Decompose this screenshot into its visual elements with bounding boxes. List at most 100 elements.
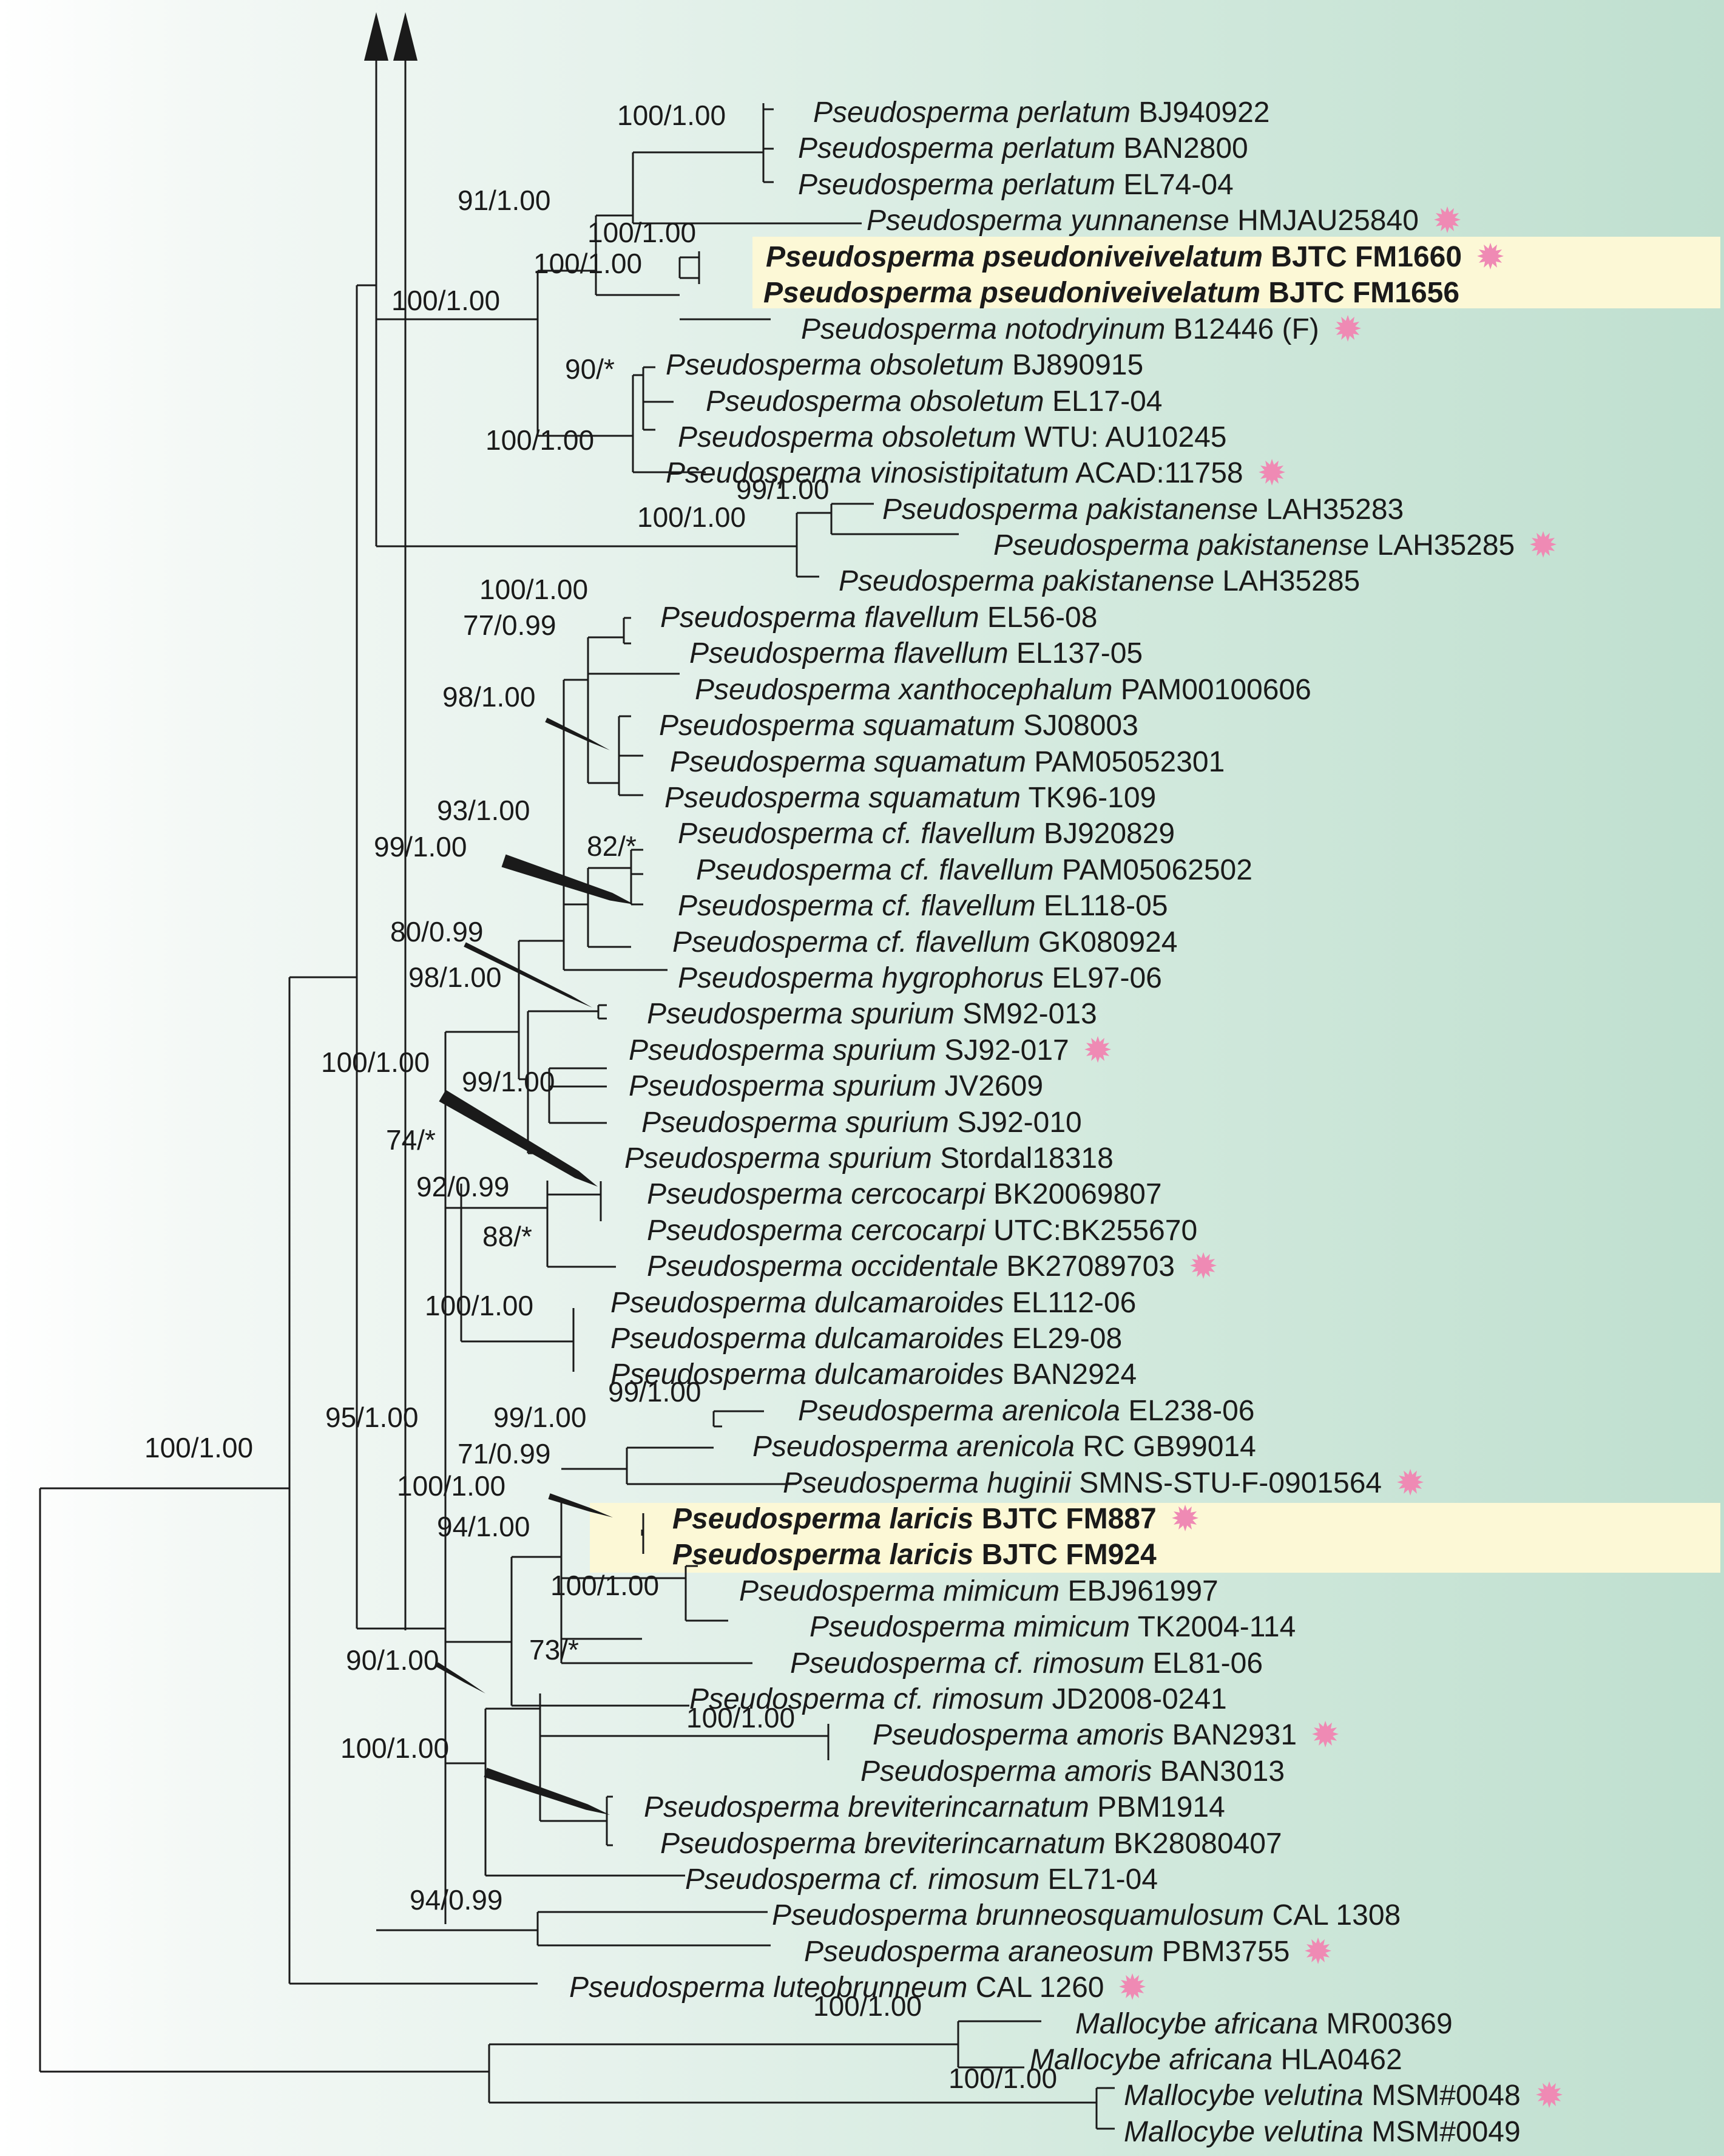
tip-label: Pseudosperma obsoletum WTU: AU10245 [678,422,1226,453]
tip-label: Pseudosperma occidentale BK27089703 [647,1251,1175,1283]
highlight-band-laricis [590,1503,1720,1573]
annotation-arrow [548,1493,613,1517]
species-name: Mallocybe africana [1030,2044,1273,2076]
species-name: Pseudosperma pseudoniveivelatum [763,277,1260,309]
species-name: Pseudosperma amoris [860,1755,1152,1788]
type-specimen-star-icon: ✹ [1534,2076,1564,2115]
tip-label: Pseudosperma flavellum EL56-08 [660,602,1097,634]
voucher-id: SM92-013 [954,998,1097,1030]
voucher-id: LAH35285 [1369,529,1515,561]
tip-label: Pseudosperma perlatum BAN2800 [798,133,1248,164]
tip-label: Pseudosperma cf. flavellum EL118-05 [678,890,1168,922]
species-name: Pseudosperma cf. flavellum [678,890,1036,922]
species-name: Pseudosperma mimicum [810,1611,1131,1643]
tip-label: Pseudosperma cf. rimosum EL71-04 [685,1864,1158,1896]
voucher-id: BK28080407 [1105,1828,1282,1860]
support-value: 91/1.00 [458,185,551,216]
voucher-id: EL29-08 [1004,1323,1123,1355]
voucher-id: JD2008-0241 [1044,1683,1227,1715]
support-value: 100/1.00 [587,217,697,248]
species-name: Pseudosperma spurium [629,1034,936,1066]
tip-label: Pseudosperma cf. rimosum JD2008-0241 [689,1684,1227,1715]
support-value: 100/1.00 [550,1570,660,1601]
tip-label: Pseudosperma huginii SMNS-STU-F-0901564 [783,1468,1382,1499]
tip-label: Pseudosperma laricis BJTC FM887 [672,1503,1157,1535]
voucher-id: EL118-05 [1035,890,1168,922]
voucher-id: EL238-06 [1120,1395,1255,1427]
support-value: 98/1.00 [442,681,536,713]
tip-label: Pseudosperma spurium JV2609 [629,1071,1043,1102]
annotation-arrow [439,1090,598,1187]
species-name: Pseudosperma araneosum [804,1936,1154,1968]
species-name: Pseudosperma pakistanense [839,565,1215,597]
species-name: Pseudosperma breviterincarnatum [660,1828,1106,1860]
voucher-id: ACAD:11758 [1069,457,1243,489]
support-value: 100/1.00 [637,501,746,533]
tip-label: Pseudosperma pakistanense LAH35283 [882,494,1404,526]
species-name: Pseudosperma pakistanense [993,529,1370,561]
support-value: 99/1.00 [736,473,830,505]
support-value: 73/* [529,1634,579,1666]
type-specimen-star-icon: ✹ [1333,310,1363,349]
species-name: Pseudosperma laricis [672,1503,974,1535]
type-specimen-star-icon: ✹ [1432,201,1462,240]
species-name: Pseudosperma squamatum [670,746,1026,778]
voucher-id: BJTC FM887 [973,1503,1157,1535]
voucher-id: BK27089703 [998,1250,1175,1283]
voucher-id: BJ920829 [1035,818,1175,850]
species-name: Pseudosperma perlatum [813,97,1131,129]
voucher-id: PBM3755 [1154,1936,1290,1968]
species-name: Mallocybe africana [1075,2008,1319,2040]
species-name: Pseudosperma hygrophorus [678,962,1044,994]
tip-label: Pseudosperma vinosistipitatum ACAD:11758 [666,458,1243,489]
tip-label: Pseudosperma cf. flavellum GK080924 [672,927,1177,958]
support-value: 100/1.00 [533,248,643,279]
tip-label: Pseudosperma pseudoniveivelatum BJTC FM1… [763,277,1459,309]
voucher-id: EL137-05 [1008,637,1143,670]
type-specimen-star-icon: ✹ [1528,526,1558,565]
tip-label: Pseudosperma mimicum TK2004-114 [810,1612,1296,1643]
species-name: Pseudosperma amoris [873,1719,1165,1751]
voucher-id: RC GB99014 [1074,1431,1256,1463]
species-name: Pseudosperma pseudoniveivelatum [766,241,1263,273]
voucher-id: PAM00100606 [1112,674,1311,706]
tip-label: Pseudosperma squamatum SJ08003 [659,710,1138,742]
species-name: Pseudosperma flavellum [689,637,1009,670]
species-name: Pseudosperma cf. rimosum [685,1863,1040,1896]
support-value: 99/1.00 [462,1066,555,1097]
tip-label: Pseudosperma obsoletum BJ890915 [666,350,1143,381]
species-name: Pseudosperma breviterincarnatum [644,1791,1089,1823]
tip-label: Pseudosperma perlatum BJ940922 [813,97,1269,129]
type-specimen-star-icon: ✹ [1395,1463,1425,1503]
tip-label: Pseudosperma breviterincarnatum BK280804… [660,1828,1282,1860]
type-specimen-star-icon: ✹ [1257,453,1287,493]
tip-label: Pseudosperma spurium SM92-013 [647,998,1097,1030]
support-value: 88/* [482,1221,532,1252]
annotation-arrow [464,942,592,1008]
support-value: 100/1.00 [391,285,501,316]
species-name: Pseudosperma occidentale [647,1250,999,1283]
species-name: Pseudosperma cf. rimosum [689,1683,1044,1715]
support-value: 100/1.00 [813,1990,922,2022]
tip-label: Pseudosperma breviterincarnatum PBM1914 [644,1792,1225,1823]
voucher-id: JV2609 [936,1070,1044,1102]
species-name: Pseudosperma mimicum [739,1575,1060,1607]
voucher-id: PAM05052301 [1026,746,1225,778]
tip-label: Pseudosperma cf. rimosum EL81-06 [790,1648,1263,1680]
voucher-id: SJ92-017 [936,1034,1069,1066]
species-name: Pseudosperma dulcamaroides [610,1287,1004,1319]
voucher-id: EL71-04 [1039,1863,1158,1896]
support-value: 100/1.00 [397,1470,506,1502]
tip-label: Mallocybe velutina MSM#0049 [1124,2117,1521,2148]
species-name: Pseudosperma pakistanense [882,493,1259,526]
species-name: Mallocybe velutina [1124,2116,1364,2148]
tip-label: Mallocybe africana MR00369 [1075,2009,1453,2040]
species-name: Pseudosperma cf. flavellum [696,854,1054,886]
species-name: Pseudosperma obsoletum [666,349,1004,381]
tip-label: Mallocybe velutina MSM#0048 [1124,2080,1521,2112]
voucher-id: BJ890915 [1004,349,1144,381]
species-name: Pseudosperma perlatum [798,169,1115,201]
voucher-id: BJTC FM1660 [1262,241,1462,273]
annotation-arrow [545,717,610,750]
species-name: Pseudosperma huginii [783,1467,1071,1499]
